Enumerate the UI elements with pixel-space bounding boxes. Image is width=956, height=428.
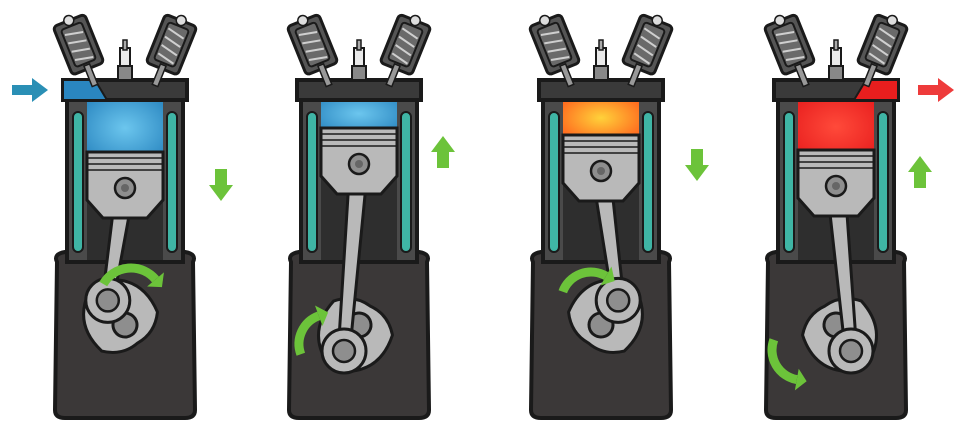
motion-arrow-icon xyxy=(908,156,932,188)
cylinder-head xyxy=(297,80,421,100)
coolant-channel-right xyxy=(401,112,411,252)
coolant-channel-right xyxy=(643,112,653,252)
spark-plug-body xyxy=(352,66,366,80)
crank-pin xyxy=(97,289,119,311)
spark-plug-terminal xyxy=(599,40,603,50)
exhaust-arrow-icon xyxy=(918,78,954,102)
spark-plug-icon xyxy=(829,40,843,80)
engine-power xyxy=(527,10,709,418)
spark-plug-body xyxy=(594,66,608,80)
spark-plug-body xyxy=(829,66,843,80)
motion-arrow-icon xyxy=(209,169,233,201)
coolant-channel-right xyxy=(878,112,888,252)
spark-plug-icon xyxy=(118,40,132,80)
motion-arrow-icon xyxy=(431,136,455,168)
spark-plug-terminal xyxy=(357,40,361,50)
coolant-channel-left xyxy=(307,112,317,252)
coolant-channel-left xyxy=(784,112,794,252)
spark-plug-icon xyxy=(594,40,608,80)
cylinder-head xyxy=(539,80,663,100)
crank-pin xyxy=(840,340,862,362)
coolant-channel-left xyxy=(73,112,83,252)
wrist-pin-center xyxy=(832,182,840,190)
spark-plug-terminal xyxy=(834,40,838,50)
coolant-channel-right xyxy=(167,112,177,252)
intake-arrow-icon xyxy=(12,78,48,102)
coolant-channel-left xyxy=(549,112,559,252)
engine-exhaust xyxy=(762,10,954,418)
wrist-pin-center xyxy=(121,184,129,192)
spark-plug-icon xyxy=(352,40,366,80)
engine-intake xyxy=(12,10,233,418)
spark-plug-body xyxy=(118,66,132,80)
wrist-pin-center xyxy=(355,160,363,168)
crank-pin xyxy=(607,289,629,311)
crank-pin xyxy=(333,340,355,362)
wrist-pin-center xyxy=(597,167,605,175)
spark-plug-terminal xyxy=(123,40,127,50)
engine-compression xyxy=(285,10,455,418)
motion-arrow-icon xyxy=(685,149,709,181)
